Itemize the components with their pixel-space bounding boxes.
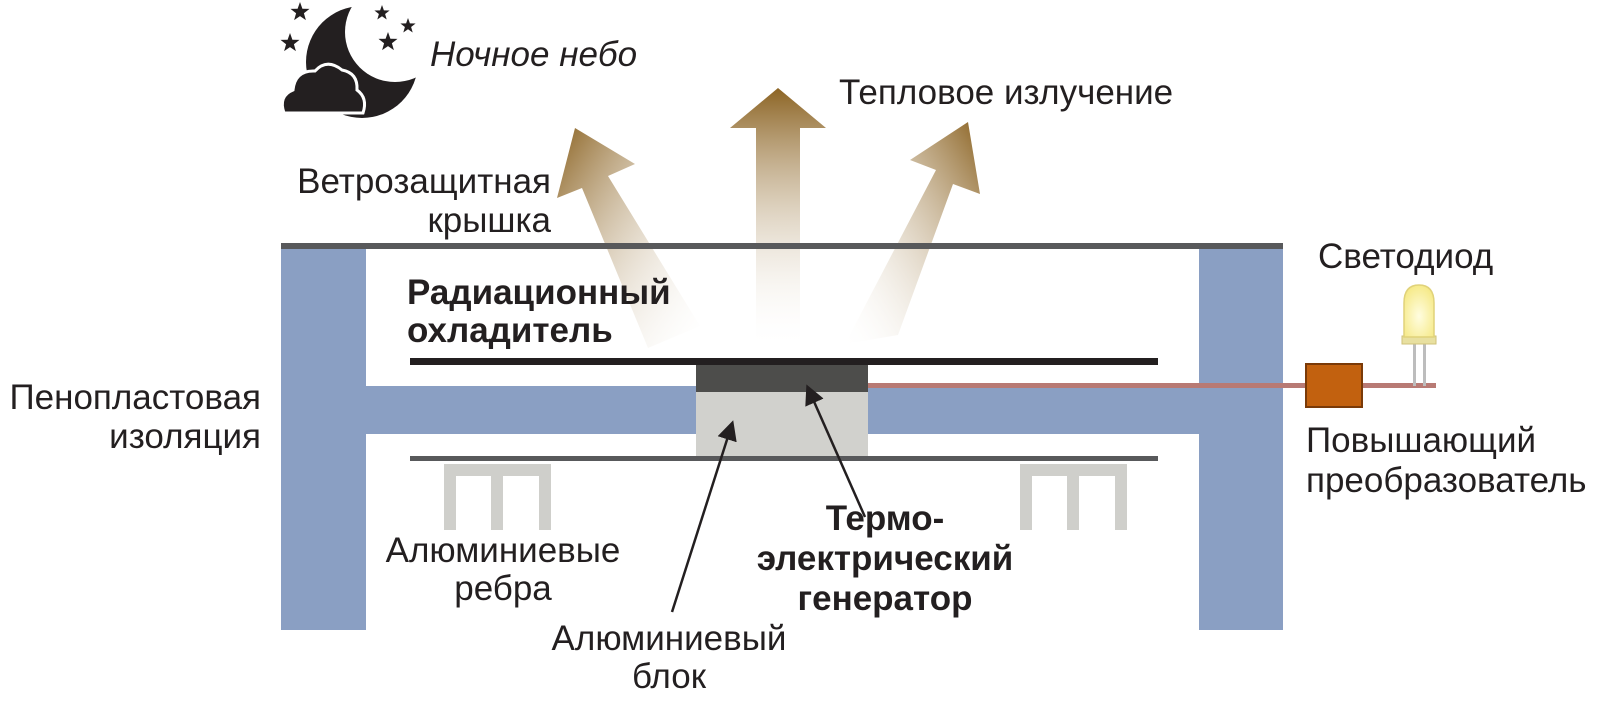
foam-insulation-right bbox=[868, 246, 1283, 630]
radiation-arrow-center bbox=[730, 88, 826, 345]
teg-label-line1: Термо- bbox=[826, 499, 944, 538]
night-sky-label: Ночное небо bbox=[430, 35, 637, 74]
heat-sink-plate bbox=[410, 456, 1158, 461]
radiation-arrow-left bbox=[557, 128, 700, 348]
aluminum-block-label-line1: Алюминиевый bbox=[552, 619, 787, 658]
aluminum-fins-label-line1: Алюминиевые bbox=[386, 531, 621, 570]
radiative-cooler-label-line2: охладитель bbox=[407, 311, 613, 350]
boost-converter-label-line2: преобразователь bbox=[1306, 461, 1587, 500]
aluminum-fins-left bbox=[444, 464, 551, 530]
thermoelectric-generator bbox=[696, 365, 868, 392]
wire bbox=[868, 383, 1436, 388]
foam-insulation-left bbox=[281, 246, 696, 630]
teg-label-line3: генератор bbox=[798, 579, 973, 618]
radiative-cooler-plate bbox=[410, 358, 1158, 365]
windshield-cover bbox=[281, 243, 1283, 249]
aluminum-fins-label-line2: ребра bbox=[454, 569, 552, 608]
windshield-cover-label-line2: крышка bbox=[427, 201, 551, 240]
aluminum-block bbox=[696, 392, 868, 458]
windshield-cover-label-line1: Ветрозащитная bbox=[297, 162, 551, 201]
boost-converter-label-line1: Повышающий bbox=[1306, 421, 1536, 460]
teg-pointer bbox=[805, 384, 867, 518]
cloud-icon bbox=[280, 62, 366, 115]
thermal-radiation-label: Тепловое излучение bbox=[839, 73, 1173, 112]
teg-label-line2: электрический bbox=[757, 539, 1014, 578]
led bbox=[1401, 284, 1437, 386]
foam-insulation-label-line1: Пенопластовая bbox=[10, 378, 261, 417]
aluminum-block-pointer bbox=[670, 420, 737, 613]
aluminum-block-label-line2: блок bbox=[632, 657, 707, 696]
stars-icon bbox=[280, 2, 416, 52]
radiative-cooler-label-line1: Радиационный bbox=[407, 273, 671, 312]
boost-converter bbox=[1305, 363, 1363, 408]
aluminum-fins-right bbox=[1020, 464, 1127, 530]
led-label: Светодиод bbox=[1318, 237, 1493, 276]
radiation-arrow-right bbox=[845, 122, 980, 344]
thermal-radiation-arrows bbox=[557, 88, 980, 348]
night-sky-icon bbox=[280, 0, 445, 118]
foam-insulation-label-line2: изоляция bbox=[109, 417, 261, 456]
